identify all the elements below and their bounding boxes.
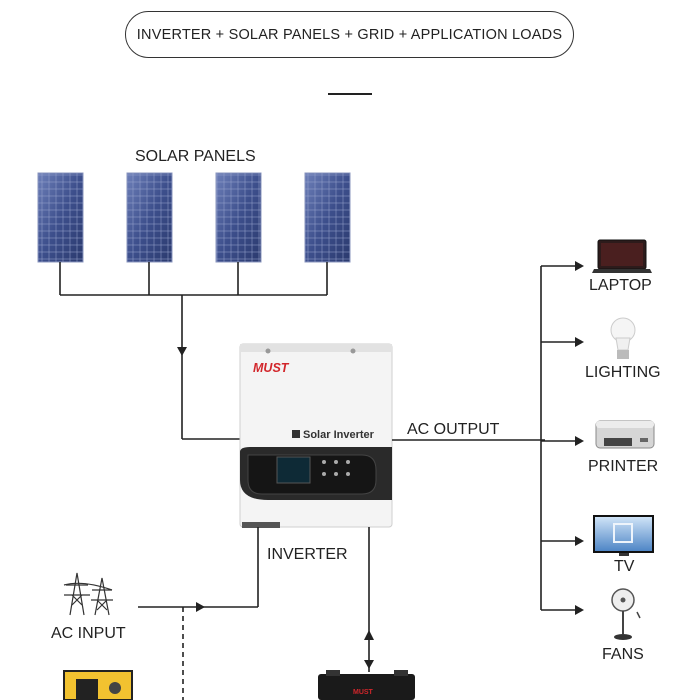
solar-panel-icon [126,172,173,263]
solar-logo-icon [292,430,300,438]
solar-panel-icon [215,172,262,263]
load-label-tv: TV [614,558,635,575]
battery-icon [318,670,415,700]
pv-flow-arrow [177,347,187,356]
inverter-label: INVERTER [267,546,348,563]
inverter-unit [239,343,393,528]
solar-panel-icon [304,172,351,263]
ac-input-arrow [196,602,205,612]
inverter-brand-logo: MUST [253,361,289,375]
load-label-fans: FANS [602,646,644,663]
load-label-lighting: LIGHTING [585,364,661,381]
solar-panel-array [37,172,351,263]
title-text: INVERTER + SOLAR PANELS + GRID + APPLICA… [136,26,563,43]
solar-panels-label: SOLAR PANELS [135,148,256,165]
ac-input-wiring [138,527,259,608]
load-label-printer: PRINTER [588,458,659,475]
inverter-lcd-screen [276,456,311,484]
tv-icon [593,515,654,556]
ac-input-label: AC INPUT [51,625,126,642]
inverter-model-text: Solar Inverter [303,429,374,441]
ac-output-label: AC OUTPUT [407,421,500,438]
battery-arrow-up [364,630,374,640]
title-banner: INVERTER + SOLAR PANELS + GRID + APPLICA… [125,11,574,58]
battery-arrow-down [364,660,374,669]
ac-output-wiring [392,265,577,611]
pv-wiring [59,262,328,440]
title-divider [328,93,372,95]
laptop-icon [592,239,652,273]
solar-panel-icon [37,172,84,263]
fan-icon [611,588,641,640]
generator-icon [63,670,133,700]
power-tower-icon [63,572,113,616]
light-bulb-icon [610,317,636,359]
ac-output-arrows [575,261,584,615]
battery-brand-logo: MUST [353,689,373,696]
load-label-laptop: LAPTOP [589,277,652,294]
printer-icon [595,420,655,449]
